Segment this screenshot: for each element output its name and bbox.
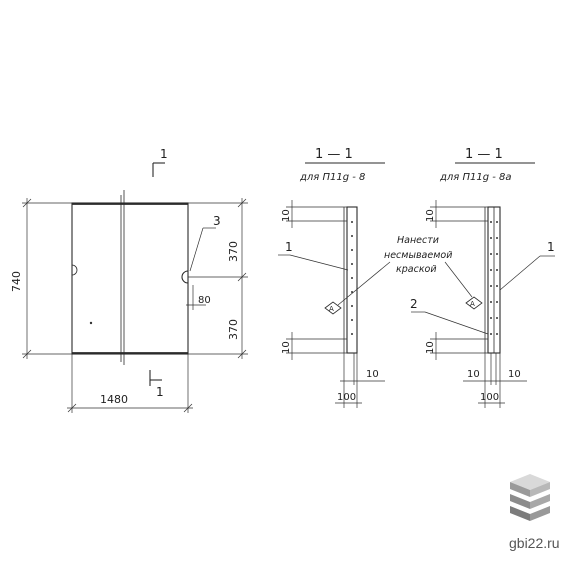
section-b-subtitle: для П11g - 8a — [439, 172, 512, 183]
plan-view: 1 1 740 1480 370 370 80 — [10, 147, 248, 413]
section-a-dim-bottom: 10 — [281, 341, 292, 354]
section-b-dim-offset-left: 10 — [467, 369, 480, 380]
callout-3-label: 3 — [213, 214, 221, 228]
dim-width-label: 1480 — [100, 393, 128, 406]
section-a-dim-width: 100 — [337, 392, 356, 403]
logo-slab-2-left — [510, 494, 530, 509]
section-b-dim-bottom: 10 — [425, 341, 436, 354]
section-b-marker-shape — [465, 296, 483, 310]
tick — [22, 349, 32, 359]
section-a-dim-offset: 10 — [366, 369, 379, 380]
note-line-1: Нанести — [397, 235, 439, 246]
section-b-marker: A — [470, 300, 475, 308]
tick — [237, 272, 247, 282]
section-a-dim-top: 10 — [281, 209, 292, 222]
section-b: 1 — 1 для П11g - 8a 10 10 — [410, 147, 555, 408]
logo-slab-3-right — [530, 506, 550, 521]
callout-b2-leader — [424, 311, 489, 335]
lifting-loop — [181, 270, 189, 284]
dim-height-label: 740 — [10, 271, 23, 292]
panel-outline — [71, 202, 189, 355]
watermark-logo: gbi22.ru — [509, 474, 560, 551]
logo-slab-1-right — [530, 482, 550, 497]
section-b-callout-2: 2 — [410, 297, 418, 311]
section-mark-bottom-label: 1 — [156, 385, 164, 399]
left-notch — [71, 264, 78, 276]
callout-3-leader — [189, 227, 204, 272]
watermark-text: gbi22.ru — [509, 535, 560, 551]
section-a-title: 1 — 1 — [315, 147, 353, 162]
section-a-profile — [346, 206, 358, 354]
section-b-dim-top: 10 — [425, 209, 436, 222]
logo-slab-2-right — [530, 494, 550, 509]
section-a: 1 — 1 для П11g - 8 10 10 10 100 — [278, 147, 385, 408]
tick — [22, 198, 32, 208]
section-a-marker-shape — [324, 301, 342, 315]
callout-a-leader — [289, 254, 349, 271]
section-a-callout: 1 — [285, 240, 293, 254]
section-mark-top-label: 1 — [160, 147, 168, 161]
tick — [237, 349, 247, 359]
dim-lower-label: 370 — [227, 319, 240, 340]
note-line-2: несмываемой — [384, 250, 452, 261]
note-leader-a — [337, 261, 391, 306]
dim-upper-label: 370 — [227, 241, 240, 262]
section-b-dim-width: 100 — [480, 392, 499, 403]
logo-slab-1-left — [510, 482, 530, 497]
section-a-subtitle: для П11g - 8 — [299, 172, 365, 183]
tick — [183, 403, 193, 413]
section-a-rebar-dots — [351, 221, 353, 335]
callout-b1-leader — [499, 255, 541, 291]
dim-small-label: 80 — [198, 295, 211, 306]
tick — [67, 403, 77, 413]
section-b-title: 1 — 1 — [465, 147, 503, 162]
section-b-rebar-dots — [490, 221, 498, 335]
paint-note: Нанести несмываемой краской — [337, 235, 473, 306]
note-line-3: краской — [396, 264, 437, 275]
section-b-dim-offset-right: 10 — [508, 369, 521, 380]
note-leader-b — [444, 261, 473, 298]
dot-mark — [89, 321, 93, 325]
section-a-marker: A — [329, 305, 334, 313]
tick — [237, 198, 247, 208]
logo-slab-3-left — [510, 506, 530, 521]
section-b-callout-1: 1 — [547, 240, 555, 254]
